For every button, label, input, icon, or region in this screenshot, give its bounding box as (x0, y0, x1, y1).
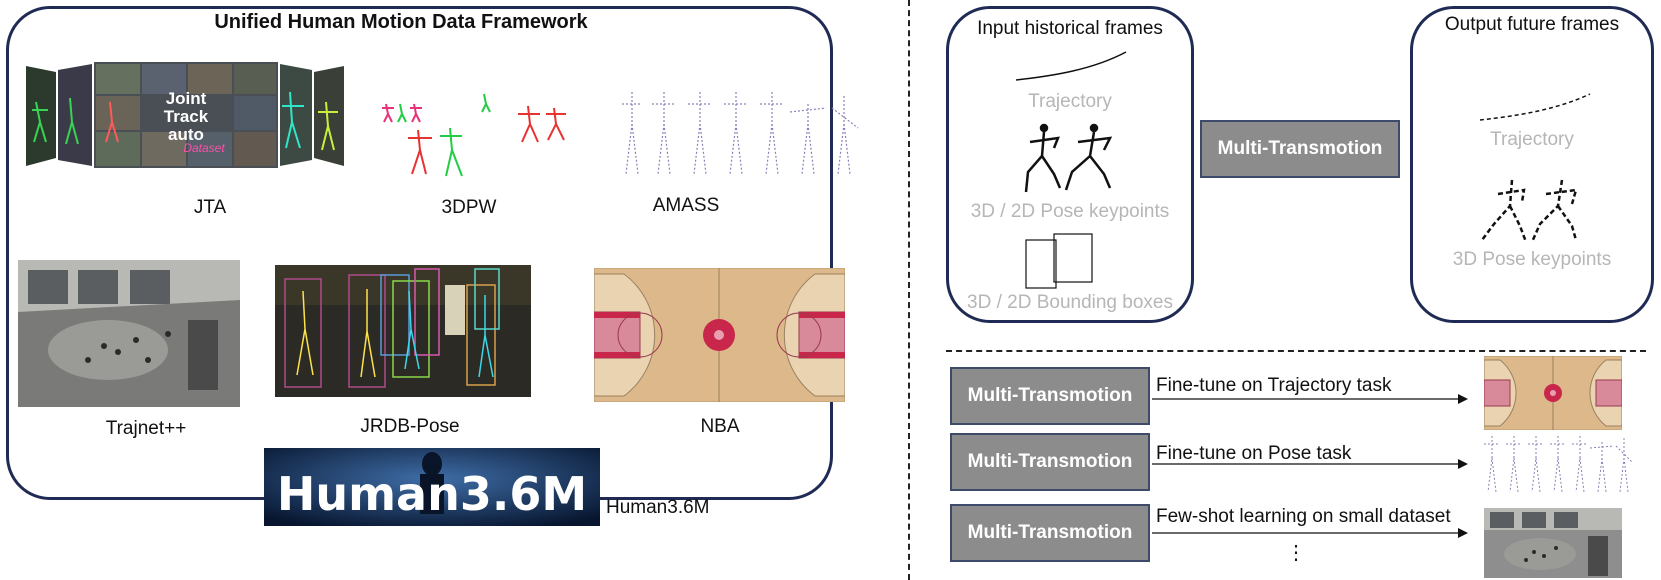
input-panel (946, 6, 1194, 323)
human36m-label: Human3.6M (606, 497, 710, 518)
3dpw-image (378, 84, 578, 194)
input-panel-title: Input historical frames (977, 18, 1163, 39)
task-3-arrow (1152, 528, 1468, 538)
input-pose-icon (1024, 123, 1113, 193)
task-2-amass-image (1484, 436, 1633, 493)
task-2-label: Fine-tune on Pose task (1156, 443, 1352, 464)
task-2-model: Multi-Transmotion (950, 433, 1150, 491)
input-bbox-icon (1025, 233, 1093, 289)
amass-image (620, 84, 860, 184)
task-1-model: Multi-Transmotion (950, 367, 1150, 425)
human36m-banner-text: Human3.6M (277, 467, 587, 521)
ellipsis: ⋮ (1286, 542, 1306, 564)
input-pose-label: 3D / 2D Pose keypoints (970, 201, 1170, 222)
task-1-arrow (1152, 394, 1468, 404)
horizontal-divider (946, 350, 1646, 352)
output-panel-title: Output future frames (1444, 14, 1620, 35)
nba-court-image (594, 268, 845, 402)
input-trajectory-curve (1015, 51, 1127, 81)
output-trajectory-label: Trajectory (1490, 129, 1574, 150)
human36m-banner: Human3.6M (264, 448, 600, 526)
amass-label: AMASS (652, 195, 720, 216)
task-1-label: Fine-tune on Trajectory task (1156, 375, 1392, 396)
trajnet-label: Trajnet++ (105, 418, 187, 439)
jta-logo-line-3: auto (168, 125, 204, 144)
jta-logo-line-2: Track (164, 107, 209, 126)
3dpw-label: 3DPW (441, 197, 497, 218)
jta-image: Joint Track auto Dataset (26, 62, 346, 168)
multi-transmotion-model: Multi-Transmotion (1200, 120, 1400, 178)
output-pose-icon (1481, 179, 1578, 243)
jrdb-pose-image (275, 265, 531, 397)
jta-logo-line-4: Dataset (183, 141, 225, 155)
output-panel (1410, 6, 1654, 323)
vertical-divider (908, 0, 910, 580)
jrdb-pose-label: JRDB-Pose (360, 416, 460, 437)
jta-logo-line-1: Joint (166, 89, 207, 108)
input-trajectory-label: Trajectory (1028, 91, 1112, 112)
output-trajectory-curve (1479, 93, 1591, 121)
task-3-label: Few-shot learning on small dataset (1156, 506, 1451, 527)
task-3-model: Multi-Transmotion (950, 504, 1150, 562)
task-1-nba-image (1484, 356, 1622, 430)
task-2-arrow (1152, 459, 1468, 469)
framework-title: Unified Human Motion Data Framework (214, 11, 588, 33)
nba-label: NBA (700, 416, 740, 437)
task-3-trajnet-image (1484, 508, 1622, 578)
output-pose-label: 3D Pose keypoints (1452, 249, 1612, 270)
input-bbox-label: 3D / 2D Bounding boxes (967, 292, 1173, 313)
trajnet-image (18, 260, 240, 407)
jta-label: JTA (193, 197, 227, 218)
